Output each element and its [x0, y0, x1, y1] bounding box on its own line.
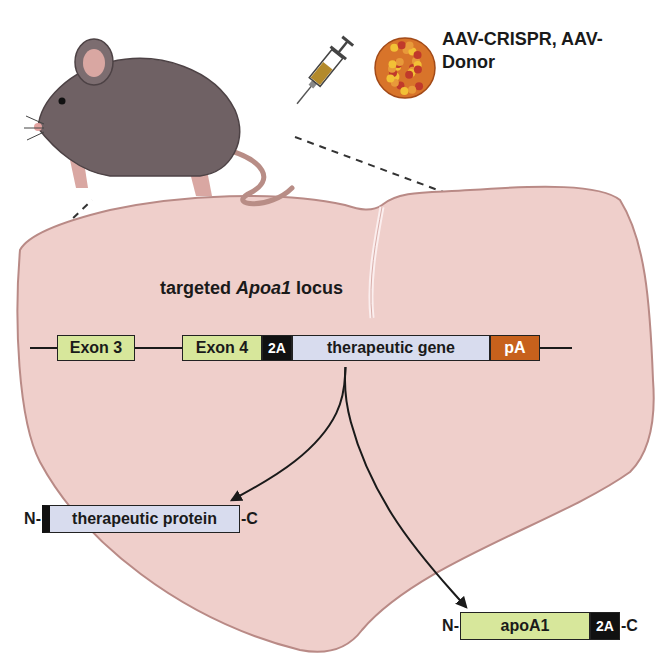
- node-text: Exon 4: [196, 339, 248, 357]
- node-text: pA: [504, 339, 525, 357]
- locus-title: targeted Apoa1 locus: [160, 278, 343, 300]
- terminus-label: -C: [241, 509, 258, 528]
- exon-box: Exon 4: [182, 335, 262, 361]
- protein-box: therapeutic protein: [42, 505, 240, 533]
- gene-box: therapeutic gene: [292, 335, 490, 361]
- vector-label: AAV-CRISPR, AAV-Donor: [442, 28, 612, 75]
- 2a-box: 2A: [262, 335, 292, 361]
- mouse-figure: [24, 39, 292, 204]
- liver-outline: [17, 187, 653, 652]
- aav-particle: [375, 38, 435, 98]
- node-text: apoA1: [501, 617, 550, 635]
- terminus-label: N-: [442, 616, 459, 635]
- liver-ligament: [371, 207, 382, 318]
- connector-arrow: [345, 367, 466, 607]
- node-text: 2A: [268, 340, 286, 356]
- terminus-label: N-: [24, 509, 41, 528]
- terminus-label: -C: [621, 616, 638, 635]
- exon-box: Exon 3: [57, 335, 135, 361]
- syringe-icon: [289, 34, 356, 110]
- node-text: therapeutic protein: [72, 510, 217, 528]
- connector-arrow: [232, 367, 345, 500]
- node-text: therapeutic gene: [327, 339, 455, 357]
- liver-ligament: [371, 207, 382, 318]
- protein-box: apoA1: [460, 612, 590, 640]
- 2a-box: 2A: [590, 612, 620, 640]
- polya-box: pA: [490, 335, 540, 361]
- node-text: Exon 3: [70, 339, 122, 357]
- node-text: 2A: [596, 618, 614, 634]
